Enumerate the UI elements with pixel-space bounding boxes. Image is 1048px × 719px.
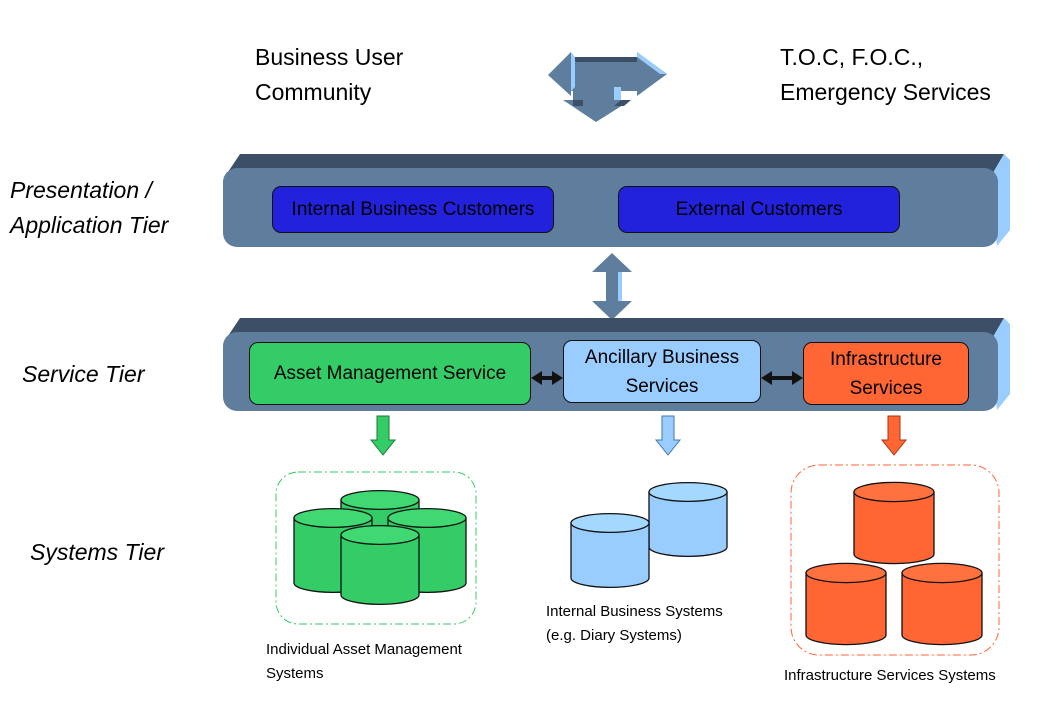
asset-systems-group-outline (275, 471, 477, 625)
infrastructure-systems-label: Infrastructure Services Systems (784, 664, 996, 688)
link-arrow-icon (761, 371, 803, 385)
business-user-community-label: Business User Community (255, 40, 403, 110)
box-label: Internal Business Customers (291, 199, 535, 220)
database-cylinder-icon (340, 524, 420, 606)
systems-tier-label: Systems Tier (30, 539, 164, 565)
label-line: Emergency Services (780, 79, 991, 105)
box-label: Asset Management Service (273, 363, 507, 384)
presentation-tier-label: Presentation / Application Tier (10, 173, 168, 243)
database-cylinder-icon (648, 481, 728, 558)
down-arrow-icon (654, 415, 682, 456)
box-label-line: Ancillary Business (584, 346, 740, 368)
internal-business-customers-box[interactable]: Internal Business Customers (272, 186, 554, 233)
database-cylinder-icon (901, 562, 983, 646)
asset-systems-label: Individual Asset Management Systems (266, 638, 462, 686)
label-line: Systems (266, 665, 324, 682)
label-line: Individual Asset Management (266, 641, 462, 658)
database-cylinder-icon (805, 562, 887, 646)
box-label-line: Services (849, 377, 923, 399)
database-cylinder-icon (570, 512, 650, 589)
down-arrow-icon (880, 415, 908, 456)
box-label-line: Infrastructure (830, 348, 942, 370)
asset-management-service-box[interactable]: Asset Management Service (249, 342, 531, 405)
down-arrow-icon (369, 415, 397, 456)
label-line: Business User (255, 44, 404, 70)
database-cylinder-icon (853, 481, 935, 565)
external-services-label: T.O.C, F.O.C., Emergency Services (780, 40, 991, 110)
link-arrow-icon (531, 371, 563, 385)
external-customers-box[interactable]: External Customers (618, 186, 900, 233)
label-line: Internal Business Systems (546, 603, 723, 620)
infrastructure-systems-group-outline (790, 464, 1000, 656)
t-junction-arrow-icon (548, 52, 667, 122)
label-line: Community (255, 79, 372, 105)
service-tier-label: Service Tier (22, 361, 145, 387)
infrastructure-services-box[interactable]: Infrastructure Services (803, 342, 969, 405)
label-line: Infrastructure Services Systems (784, 667, 996, 684)
label-line: Application Tier (10, 212, 169, 238)
box-label-line: Services (625, 375, 699, 397)
internal-business-systems-label: Internal Business Systems (e.g. Diary Sy… (546, 600, 723, 648)
vertical-double-arrow-icon (592, 253, 632, 320)
label-line: Presentation / (10, 177, 152, 203)
label-line: T.O.C, F.O.C., (780, 44, 924, 70)
box-label: External Customers (675, 199, 843, 220)
label-line: (e.g. Diary Systems) (546, 627, 682, 644)
ancillary-business-services-box[interactable]: Ancillary Business Services (563, 340, 761, 403)
